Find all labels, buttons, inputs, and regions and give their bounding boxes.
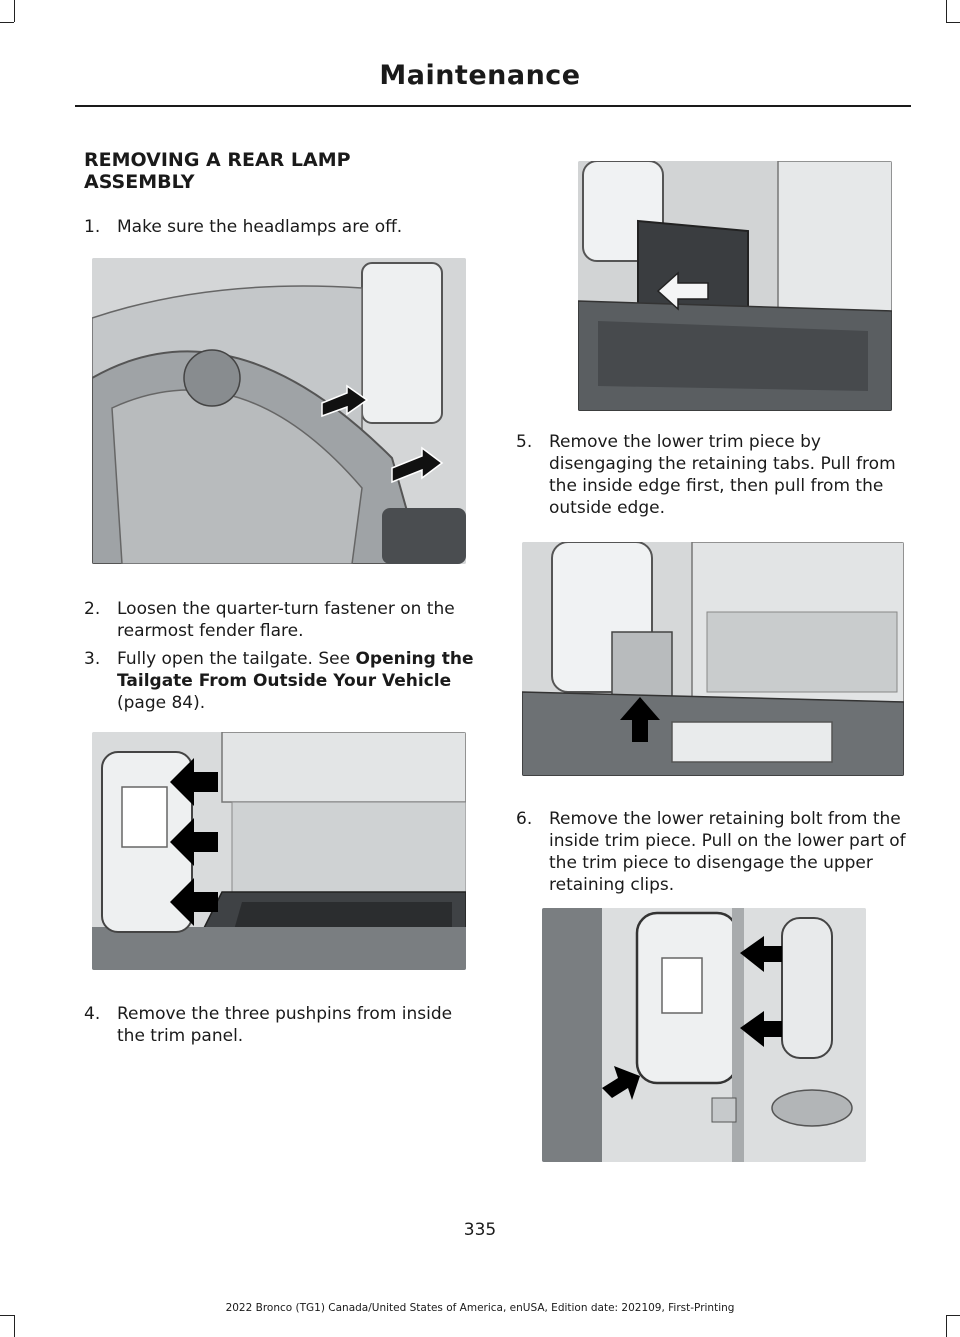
arrow-icon xyxy=(391,446,444,484)
page-title: Maintenance xyxy=(379,60,581,91)
arrow-icon xyxy=(740,1011,782,1047)
step-5: 5. Remove the lower trim piece by diseng… xyxy=(516,431,908,519)
crop-mark xyxy=(0,22,14,23)
step-text: Loosen the quarter-turn fastener on the … xyxy=(117,599,455,641)
crop-mark xyxy=(14,1315,15,1337)
crop-mark xyxy=(946,1315,960,1316)
step-number: 5. xyxy=(516,432,533,452)
step-number: 2. xyxy=(84,599,101,619)
crop-mark xyxy=(946,0,947,22)
crop-mark xyxy=(0,1315,14,1316)
step-number: 3. xyxy=(84,649,101,669)
page-number: 335 xyxy=(463,1220,497,1240)
crop-mark xyxy=(946,22,960,23)
step-6: 6. Remove the lower retaining bolt from … xyxy=(516,808,908,896)
step-text: Remove the three pushpins from inside th… xyxy=(117,1004,453,1046)
figure-lamp-side-trim xyxy=(578,161,892,411)
arrow-icon xyxy=(321,384,369,418)
crop-mark xyxy=(14,0,15,22)
arrow-icon xyxy=(602,1066,640,1100)
step-number: 4. xyxy=(84,1004,101,1024)
section-heading: REMOVING A REAR LAMP ASSEMBLY xyxy=(84,149,351,193)
lamp-side-illustration xyxy=(578,161,892,411)
figure-inside-trim-clips xyxy=(542,908,866,1162)
crop-mark xyxy=(946,1315,947,1337)
lower-trim-illustration xyxy=(522,542,904,776)
fender-flare-illustration xyxy=(92,258,466,564)
section-heading-wrap: REMOVING A REAR LAMP ASSEMBLY xyxy=(84,149,414,193)
page-reference: (page 84). xyxy=(117,693,206,713)
arrow-icon xyxy=(740,936,782,972)
arrow-icon xyxy=(656,271,709,311)
figure-tailgate-open-pushpins xyxy=(92,732,466,970)
step-1: 1. Make sure the headlamps are off. xyxy=(84,216,474,238)
arrow-icon xyxy=(170,878,218,926)
arrow-icon xyxy=(170,758,218,806)
cross-reference-link[interactable]: Opening the Tailgate From Outside Your V… xyxy=(117,649,474,691)
step-2: 2. Loosen the quarter-turn fastener on t… xyxy=(84,598,474,642)
step-number: 6. xyxy=(516,809,533,829)
footer-edition-info: 2022 Bronco (TG1) Canada/United States o… xyxy=(225,1302,735,1314)
arrow-icon xyxy=(170,818,218,866)
figure-lower-trim-piece xyxy=(522,542,904,776)
step-text: Remove the lower trim piece by disengagi… xyxy=(549,432,896,518)
step-text: Remove the lower retaining bolt from the… xyxy=(549,809,906,895)
inside-trim-illustration xyxy=(542,908,866,1162)
header-divider xyxy=(75,105,911,107)
tailgate-illustration xyxy=(92,732,466,970)
step-text: Fully open the tailgate. See xyxy=(117,649,356,669)
step-number: 1. xyxy=(84,217,101,237)
arrow-icon xyxy=(620,697,660,742)
step-3: 3. Fully open the tailgate. See Opening … xyxy=(84,648,474,714)
figure-fender-flare xyxy=(92,258,466,564)
step-4: 4. Remove the three pushpins from inside… xyxy=(84,1003,474,1047)
step-text: Make sure the headlamps are off. xyxy=(117,217,403,237)
